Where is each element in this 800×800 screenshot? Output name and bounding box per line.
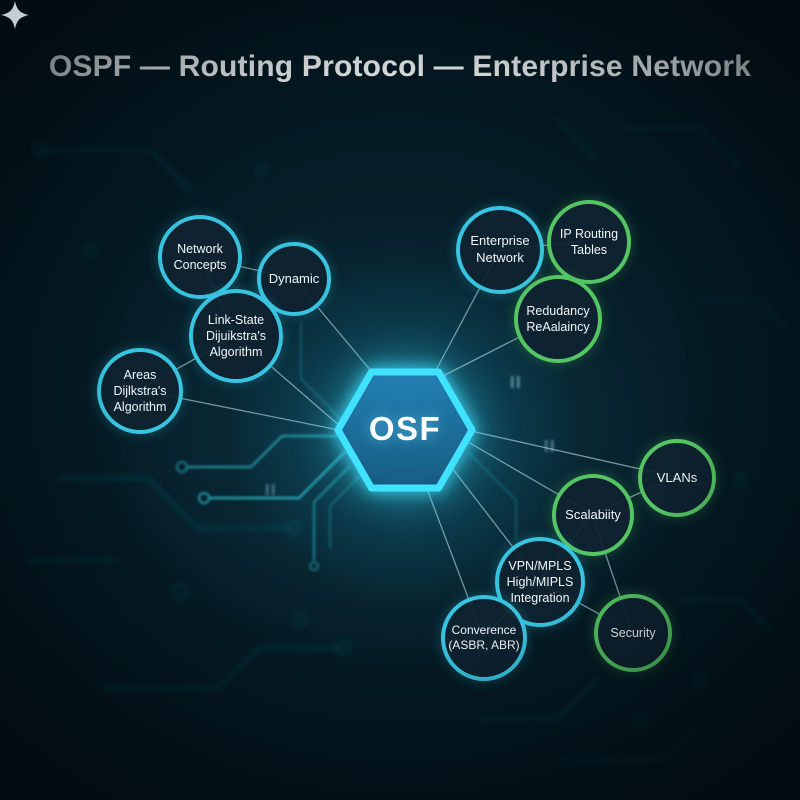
- node-areas-algorithm: Areas Dijlkstra's Algorithm: [97, 348, 183, 434]
- node-label: Converence (ASBR, ABR): [448, 622, 520, 652]
- node-label: VPN/MPLS High/MIPLS Integration: [506, 559, 574, 605]
- node-vlans: VLANs: [638, 439, 716, 517]
- node-label: Redudancy ReAalaincy: [526, 304, 590, 334]
- node-enterprise-network: Enterprise Network: [456, 206, 544, 294]
- node-label: VLANs: [656, 469, 698, 485]
- node-label: Network Concepts: [173, 242, 227, 272]
- node-label: Enterprise Network: [470, 233, 530, 265]
- node-label: Areas Dijlkstra's Algorithm: [113, 368, 167, 414]
- sparkle-icon: [1, 1, 29, 29]
- node-redundancy: Redudancy ReAalaincy: [514, 275, 602, 363]
- page-title: OSPF — Routing Protocol — Enterprise Net…: [48, 50, 752, 83]
- node-security: Security: [594, 594, 672, 672]
- node-label: IP Routing Tables: [559, 227, 619, 257]
- node-label: Link-State Dijuikstra's Algorithm: [205, 313, 267, 359]
- node-label: Security: [610, 626, 656, 640]
- node-label: Dynamic: [268, 270, 320, 286]
- node-convergence: Converence (ASBR, ABR): [441, 595, 527, 681]
- node-label: Scalabiity: [565, 506, 621, 522]
- node-network-concepts: Network Concepts: [158, 215, 242, 299]
- node-link-state-algorithm: Link-State Dijuikstra's Algorithm: [189, 289, 283, 383]
- node-ip-routing-tables: IP Routing Tables: [547, 200, 631, 284]
